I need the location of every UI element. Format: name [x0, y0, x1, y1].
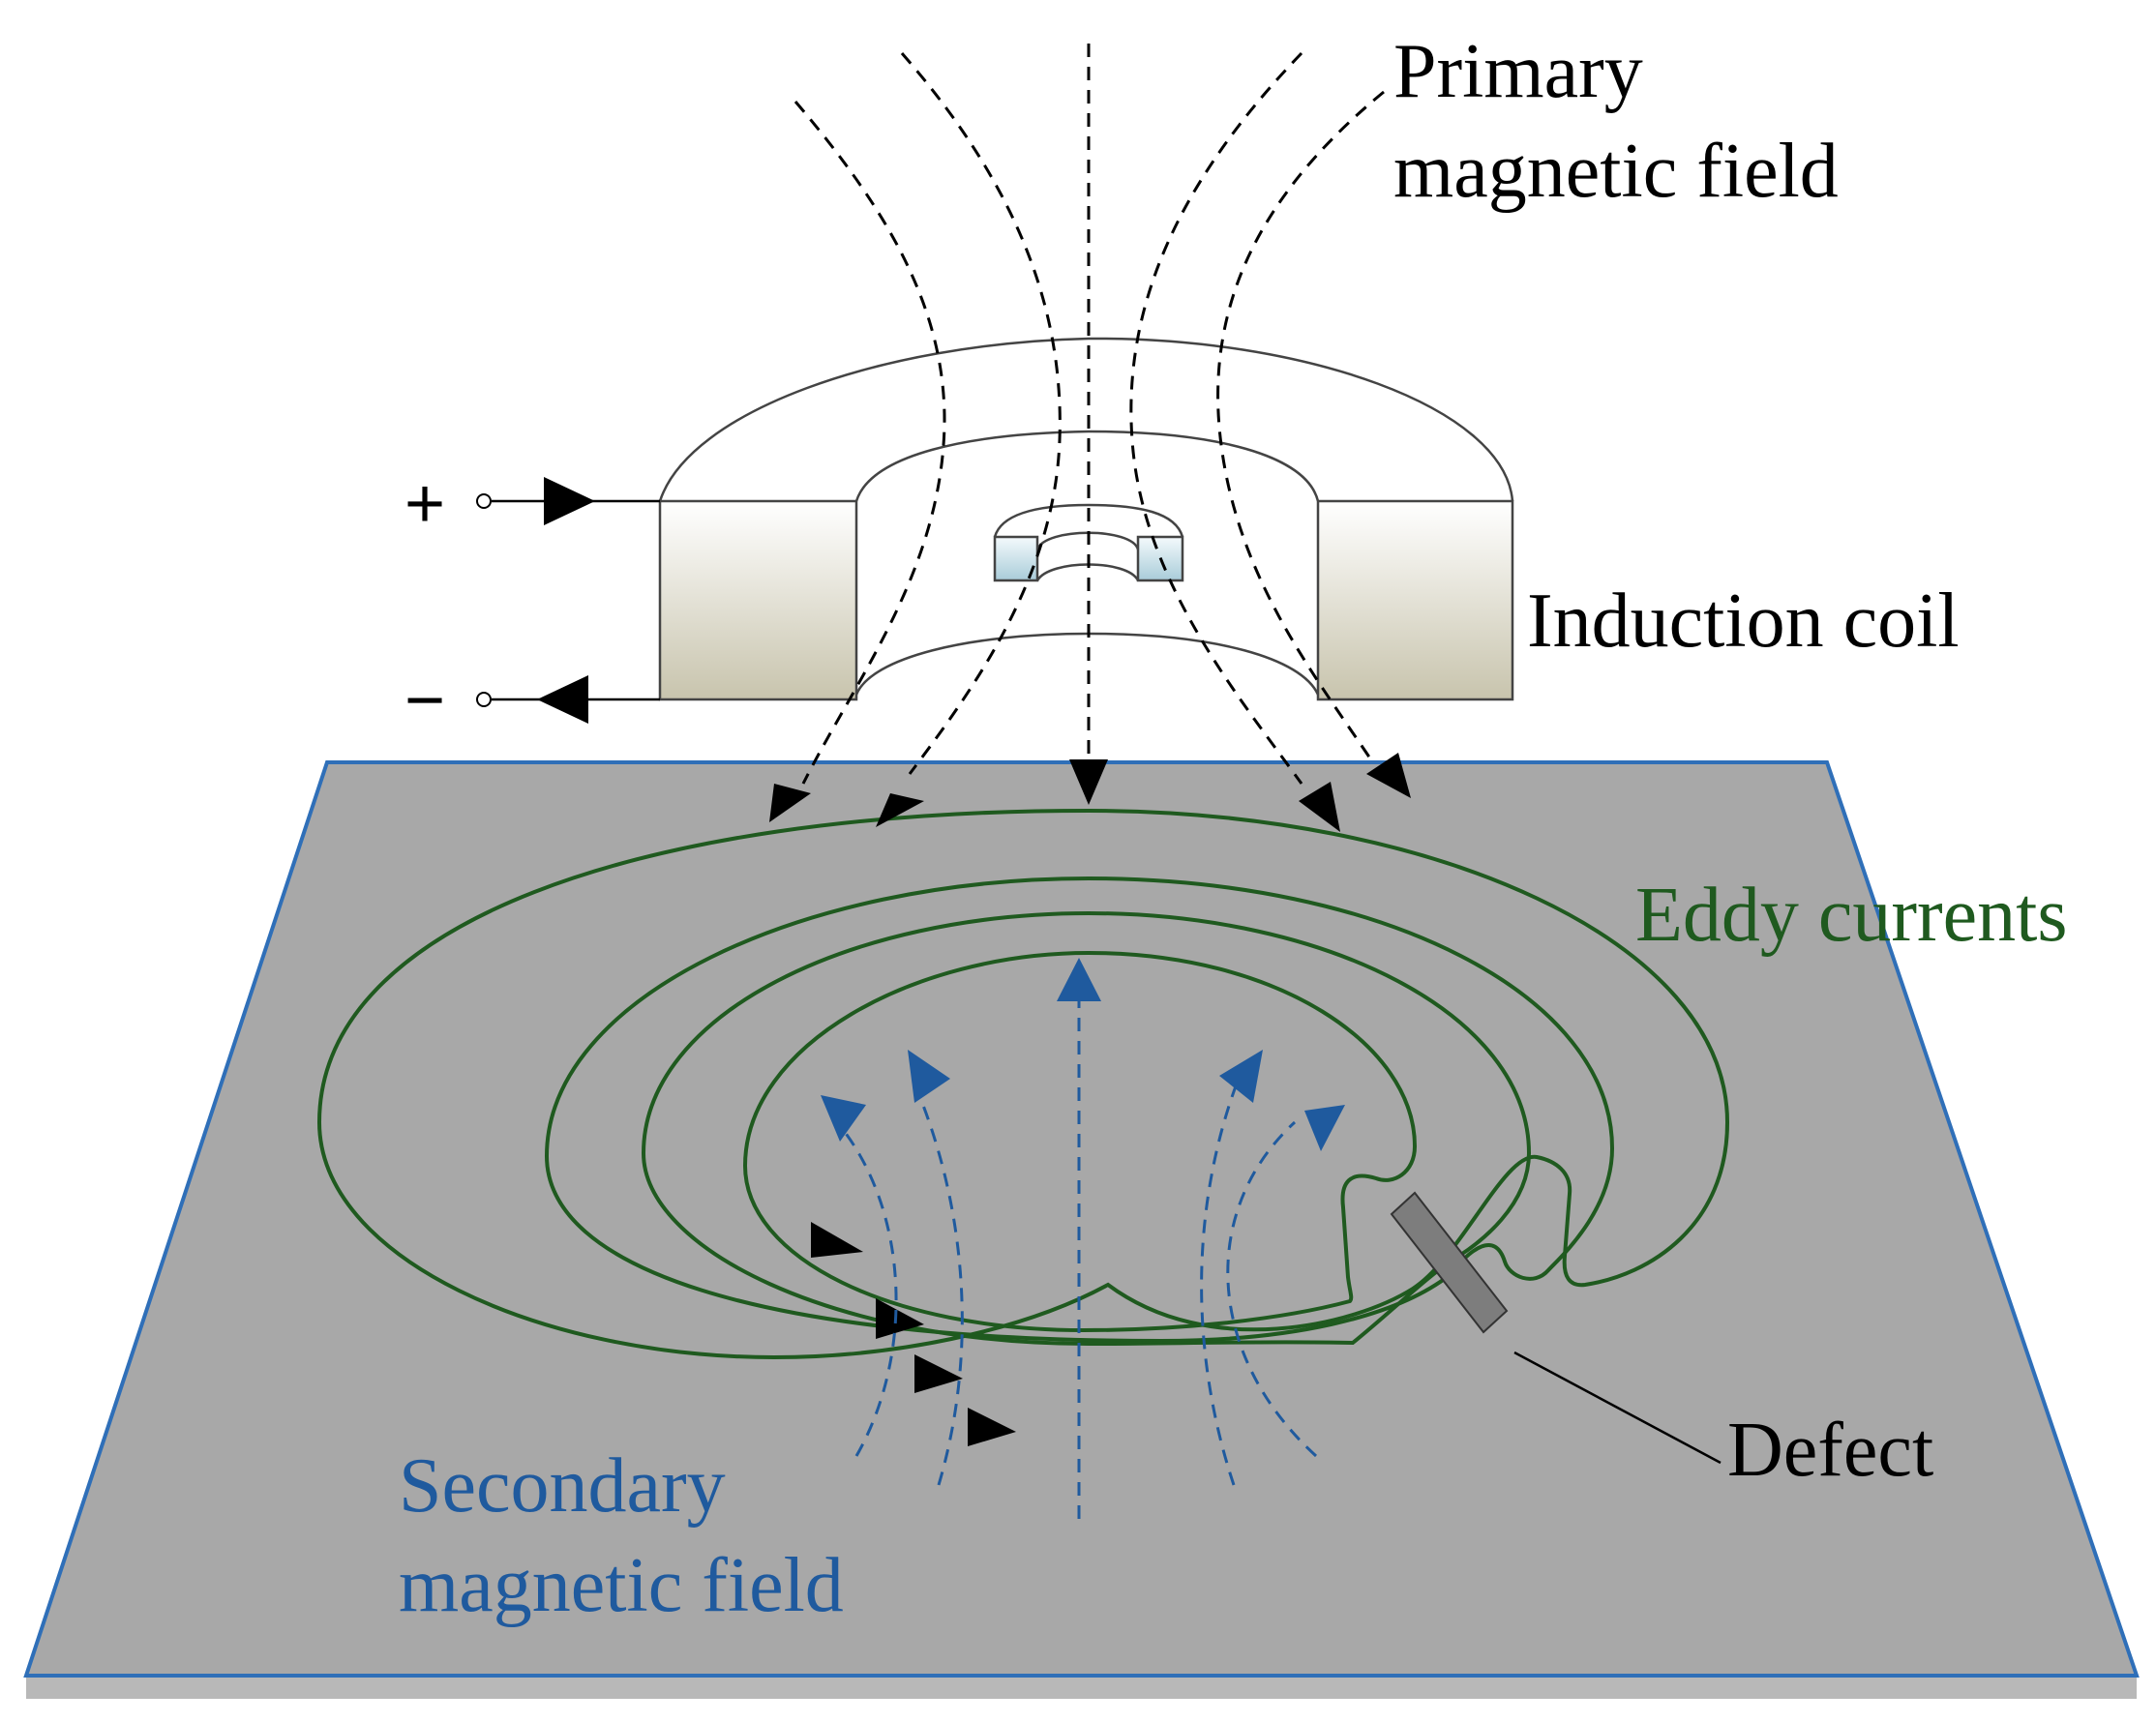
primary-line-2: [900, 52, 1062, 775]
minus-terminal: [476, 692, 492, 707]
coil-right-section: [1316, 499, 1514, 701]
defect-crack: [1390, 1191, 1509, 1334]
secondary-line-4: [1200, 1083, 1239, 1486]
secondary-arrow-1: [1057, 958, 1101, 1001]
eddy-current-loops: [316, 808, 1730, 1360]
induction-coil: [658, 337, 1514, 701]
eddy-arrow-3: [914, 1354, 963, 1393]
minus-sign: −: [404, 662, 445, 739]
secondary-line-5: [1226, 1120, 1318, 1458]
eddy-loop-1: [316, 808, 1730, 1360]
secondary-field-label-line1: Secondary: [399, 1443, 726, 1529]
secondary-arrow-3: [821, 1095, 866, 1142]
defect: [1390, 1191, 1722, 1465]
coil-outer-top: [658, 337, 1514, 502]
eddy-loop-4: [742, 950, 1418, 1333]
plate-bottom-edge: [26, 1676, 2137, 1699]
secondary-arrow-2: [908, 1050, 950, 1103]
coil-left-section: [658, 499, 858, 701]
primary-field-arrows: [769, 753, 1411, 832]
eddy-arrow-4: [968, 1408, 1016, 1446]
primary-arrow-3: [769, 784, 811, 822]
secondary-arrow-5: [1304, 1105, 1345, 1151]
primary-arrow-5: [1366, 753, 1411, 798]
secondary-arrow-4: [1219, 1050, 1263, 1103]
eddy-arrow-1: [811, 1222, 863, 1258]
eddy-currents-label: Eddy currents: [1635, 873, 2068, 958]
eddy-loop-2: [544, 876, 1615, 1344]
coil-bottom-arc: [854, 632, 1320, 696]
defect-label: Defect: [1727, 1408, 1933, 1493]
primary-line-5: [1216, 90, 1385, 765]
secondary-field-lines: [835, 987, 1318, 1519]
plate-surface: [23, 760, 2140, 1678]
secondary-field-arrows: [821, 958, 1345, 1151]
secondary-line-3: [835, 1121, 898, 1457]
primary-field-lines: [794, 44, 1385, 785]
secondary-line-2: [913, 1083, 964, 1486]
primary-arrow-4: [1299, 782, 1340, 832]
eddy-loop-3: [641, 910, 1532, 1347]
minus-current-arrow: [537, 675, 588, 724]
conductive-plate: [23, 760, 2140, 1699]
eddy-direction-arrows: [811, 1222, 1016, 1446]
defect-leader-line: [1513, 1351, 1722, 1465]
primary-arrow-1: [1069, 759, 1108, 805]
secondary-field-label-line2: magnetic field: [399, 1543, 844, 1628]
primary-line-4: [1129, 51, 1303, 785]
primary-field-label-line2: magnetic field: [1393, 129, 1839, 214]
coil-terminals: [476, 477, 660, 724]
primary-arrow-2: [876, 793, 924, 827]
plus-terminal: [476, 493, 492, 509]
primary-field-label-line1: Primary: [1393, 29, 1643, 114]
eddy-arrow-2: [876, 1298, 924, 1339]
primary-line-3: [794, 101, 946, 785]
induction-coil-label: Induction coil: [1527, 579, 1960, 664]
plus-current-arrow: [544, 477, 595, 525]
plus-sign: +: [404, 465, 445, 543]
